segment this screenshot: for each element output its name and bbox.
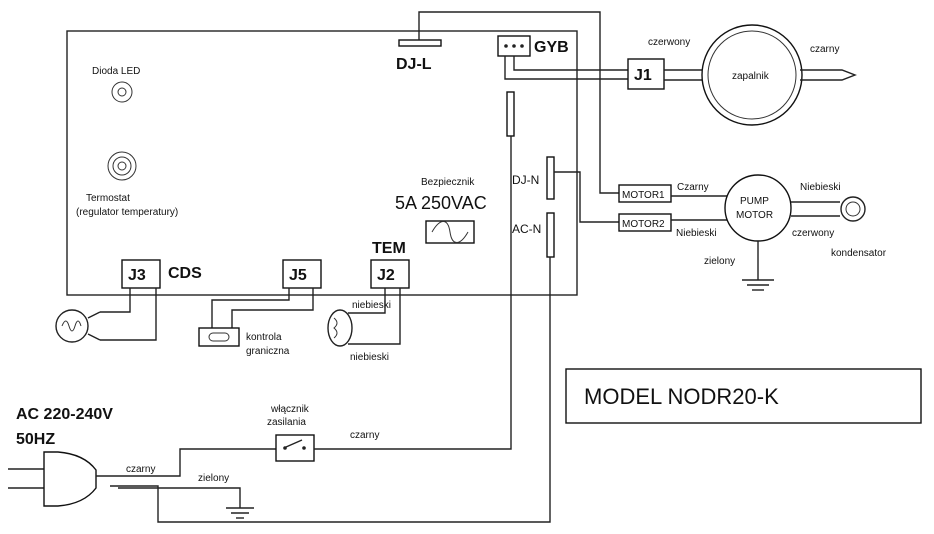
limit-switch-icon <box>198 327 240 347</box>
j3-label: J3 <box>128 267 146 284</box>
dj-l-label: DJ-L <box>396 56 432 73</box>
power-switch-icon <box>275 434 315 462</box>
pump-wire-blue-right: Niebieski <box>800 182 841 193</box>
motor2-connector <box>618 213 672 232</box>
fuse-symbol <box>425 220 475 244</box>
plug-wire-black: czarny <box>126 464 155 475</box>
pump-label-2: MOTOR <box>736 210 773 221</box>
pump-label-1: PUMP <box>740 196 769 207</box>
pump-wire-blue-left: Niebieski <box>676 228 717 239</box>
fuse-label: Bezpiecznik <box>421 177 475 188</box>
pump-wire-green: zielony <box>704 256 735 267</box>
gyb-connector <box>497 35 531 57</box>
neutral-wire <box>110 257 551 523</box>
model-box <box>565 368 922 424</box>
switch-wire-black: czarny <box>350 430 379 441</box>
limit-label-2: graniczna <box>246 346 290 357</box>
j2-label: J2 <box>377 267 395 284</box>
pump-motor <box>724 174 792 242</box>
vertical-connector-top <box>506 91 515 137</box>
ground-wire <box>118 487 241 508</box>
live-wire <box>118 448 276 477</box>
switch-label-1: włącznik <box>270 404 310 415</box>
thermostat-knob <box>107 151 137 181</box>
motor1-label: MOTOR1 <box>622 190 665 201</box>
pump-wire-red: czerwony <box>792 228 834 239</box>
thermostat-label: Termostat <box>86 193 130 204</box>
control-board <box>66 30 578 296</box>
ground-icon <box>226 507 254 519</box>
j5-label: J5 <box>289 267 307 284</box>
ac-n-label: AC-N <box>512 222 541 236</box>
fuse-rating: 5A 250VAC <box>395 193 487 213</box>
j1-connector <box>627 58 665 90</box>
j5-connector <box>282 259 322 289</box>
igniter-wire-red: czerwony <box>648 37 690 48</box>
power-voltage: AC 220-240V <box>16 406 113 423</box>
motor1-connector <box>618 184 672 203</box>
switch-label-2: zasilania <box>267 417 306 428</box>
capacitor-label: kondensator <box>831 248 887 259</box>
igniter-wire-black: czarny <box>810 44 839 55</box>
gyb-label: GYB <box>534 39 569 56</box>
cds-label: CDS <box>168 265 202 282</box>
ac-n-connector <box>546 212 555 258</box>
temperature-sensor-icon <box>327 309 353 347</box>
j1-label: J1 <box>634 67 652 84</box>
power-plug-icon <box>8 451 118 507</box>
plug-wire-green: zielony <box>198 473 229 484</box>
power-frequency: 50HZ <box>16 431 55 448</box>
tem-wire-blue-2: niebieski <box>350 352 389 363</box>
tem-label: TEM <box>372 240 406 257</box>
dj-l-connector <box>398 39 442 47</box>
model-label: MODEL NODR20-K <box>584 384 779 409</box>
thermostat-sublabel: (regulator temperatury) <box>76 207 178 218</box>
photocell-icon <box>55 309 101 343</box>
tem-wire-blue-1: niebieski <box>352 300 391 311</box>
dj-n-wire <box>554 171 619 223</box>
igniter-label: zapalnik <box>732 71 770 82</box>
igniter-probe <box>800 69 857 81</box>
j2-connector <box>370 259 410 289</box>
capacitor-symbol <box>840 196 866 222</box>
dj-l-wire <box>418 11 619 194</box>
j3-connector <box>121 259 161 289</box>
pump-ground-icon <box>742 279 774 291</box>
dj-n-connector <box>546 156 555 200</box>
led-indicator <box>111 81 133 103</box>
motor2-label: MOTOR2 <box>622 219 665 230</box>
gyb-wire-2 <box>513 56 628 71</box>
led-label: Dioda LED <box>92 66 140 77</box>
pump-wire-black: Czarny <box>677 182 709 193</box>
igniter <box>701 24 803 126</box>
limit-label-1: kontrola <box>246 332 282 343</box>
gyb-wire-1 <box>504 56 628 80</box>
dj-n-label: DJ-N <box>512 173 539 187</box>
